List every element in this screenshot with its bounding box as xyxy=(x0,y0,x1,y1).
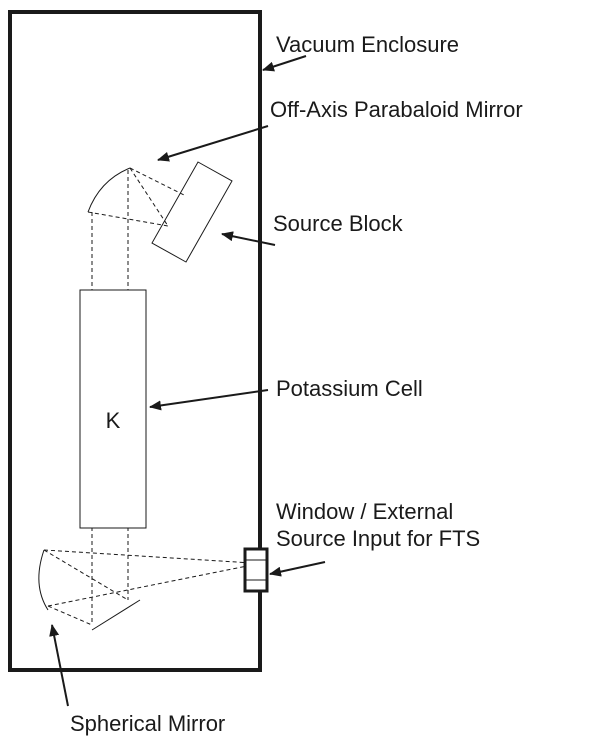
label-paraboloid-mirror: Off-Axis Parabaloid Mirror xyxy=(270,97,523,122)
arrow-vacuum-enclosure xyxy=(262,55,307,72)
arrow-source-block xyxy=(221,231,276,246)
vacuum-enclosure xyxy=(8,10,262,672)
label-source-block: Source Block xyxy=(273,211,404,236)
arrow-paraboloid-mirror xyxy=(157,125,269,162)
label-vacuum-enclosure: Vacuum Enclosure xyxy=(276,32,459,57)
source-block xyxy=(151,161,233,263)
label-spherical-mirror: Spherical Mirror xyxy=(70,711,225,736)
label-window-line1: Window / External xyxy=(276,499,453,524)
label-potassium-cell: Potassium Cell xyxy=(276,376,423,401)
lower-beams xyxy=(43,549,253,626)
potassium-cell xyxy=(79,289,147,529)
potassium-cell-symbol: K xyxy=(106,408,121,433)
label-window-line2: Source Input for FTS xyxy=(276,526,480,551)
source-beams xyxy=(87,167,187,227)
window-port xyxy=(243,547,269,593)
fold-mirror xyxy=(91,599,141,631)
arrow-spherical-mirror xyxy=(49,624,69,707)
paraboloid-mirror xyxy=(87,167,131,213)
leader-arrows xyxy=(49,55,326,707)
spherical-mirror xyxy=(38,549,49,611)
arrow-window xyxy=(269,561,326,577)
window-inner xyxy=(243,559,269,581)
arrow-potassium-cell xyxy=(149,389,269,411)
